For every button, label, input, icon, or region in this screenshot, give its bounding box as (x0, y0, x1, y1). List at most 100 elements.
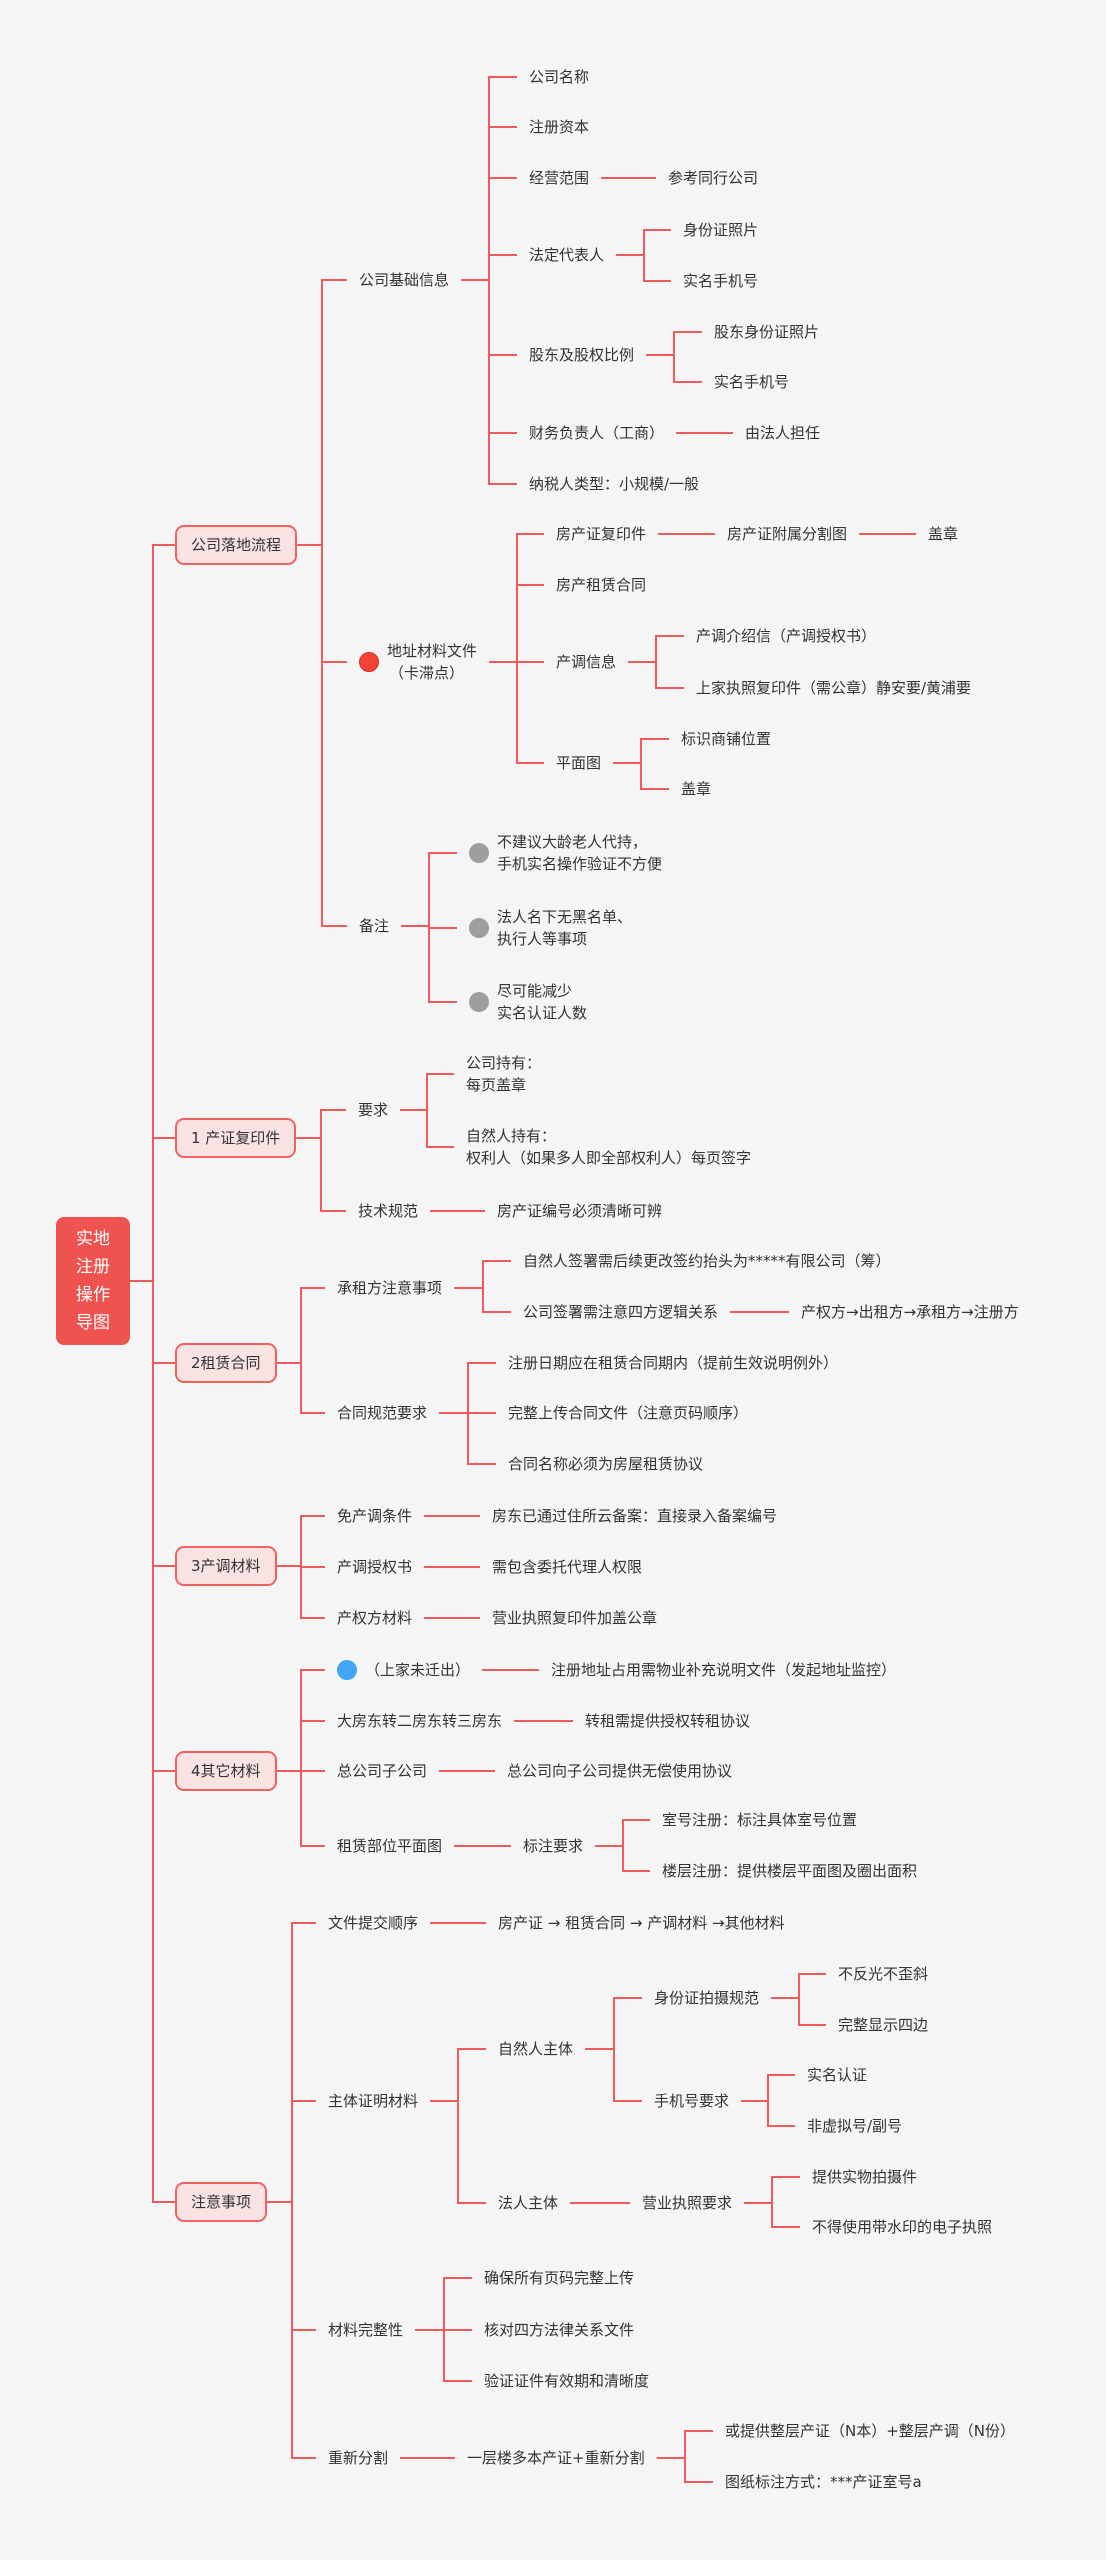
node-share-phone[interactable]: 实名手机号 (714, 371, 789, 393)
node-label: 自然人主体 (498, 2040, 574, 2058)
node-complete-1[interactable]: 确保所有页码完整上传 (484, 2267, 634, 2289)
node-legal-phone[interactable]: 实名手机号 (683, 270, 758, 292)
node-survey[interactable]: 产调信息 (556, 651, 616, 673)
node-resplit-1[interactable]: 或提供整层产证（N本）+整层产调（N份） (725, 2420, 1015, 2442)
node-label: 营业执照要求 (642, 2194, 733, 2212)
node-plan[interactable]: 平面图 (556, 752, 601, 774)
node-sublet[interactable]: 大房东转二房东转三房东 (337, 1710, 502, 1732)
node-sublet-value[interactable]: 转租需提供授权转租协议 (585, 1710, 750, 1732)
node-label: 完整上传合同文件（注意页码顺序） (508, 1404, 749, 1422)
node-exempt-value[interactable]: 房东已通过住所云备案：直接录入备案编号 (492, 1505, 777, 1527)
node-auth[interactable]: 产调授权书 (337, 1556, 412, 1578)
node-id-2[interactable]: 完整显示四边 (838, 2014, 928, 2036)
node-tech-spec[interactable]: 技术规范 (358, 1200, 418, 1222)
node-phone[interactable]: 手机号要求 (654, 2090, 729, 2112)
node-id-photo[interactable]: 身份证拍摄规范 (654, 1987, 759, 2009)
node-tech-value[interactable]: 房产证编号必须清晰可辨 (497, 1200, 662, 1222)
node-company-name[interactable]: 公司名称 (529, 66, 589, 88)
node-tenant-1[interactable]: 自然人签署需后续更改签约抬头为*****有限公司（筹） (523, 1250, 891, 1272)
node-requirement[interactable]: 要求 (358, 1099, 388, 1121)
node-hq-value[interactable]: 总公司向子公司提供无偿使用协议 (507, 1760, 732, 1782)
node-legal-rep[interactable]: 法定代表人 (529, 244, 604, 266)
node-remark-1[interactable]: 不建议大龄老人代持，手机实名操作验证不方便 (469, 831, 662, 875)
node-finance-by[interactable]: 由法人担任 (745, 422, 820, 444)
node-exempt[interactable]: 免产调条件 (337, 1505, 412, 1527)
node-survey-letter[interactable]: 产调介绍信（产调授权书） (696, 625, 876, 647)
node-tax[interactable]: 纳税人类型：小规模/一般 (529, 473, 699, 495)
node-cert-map[interactable]: 房产证附属分割图 (727, 523, 847, 545)
node-tenant[interactable]: 承租方注意事项 (337, 1277, 442, 1299)
node-owner[interactable]: 产权方材料 (337, 1607, 412, 1629)
node-cert-seal[interactable]: 盖章 (928, 523, 958, 545)
root-line: 导图 (76, 1313, 110, 1333)
node-legal-id[interactable]: 身份证照片 (683, 219, 758, 241)
node-license-1[interactable]: 提供实物拍摄件 (812, 2166, 917, 2188)
node-label: 4其它材料 (191, 1762, 261, 1780)
node-remark-3[interactable]: 尽可能减少实名认证人数 (469, 980, 587, 1024)
node-contract[interactable]: 合同规范要求 (337, 1402, 427, 1424)
node-label: 盖章 (681, 780, 712, 798)
node-address-files[interactable]: 地址材料文件（卡滞点） (359, 640, 477, 684)
node-label: 公司名称 (529, 68, 590, 86)
node-prev-tenant[interactable]: （上家未迁出） (337, 1659, 470, 1681)
node-lease[interactable]: 房产租赁合同 (556, 574, 646, 596)
node-completeness[interactable]: 材料完整性 (328, 2319, 403, 2341)
node-plan-seal[interactable]: 盖章 (681, 778, 711, 800)
node-contract-2[interactable]: 完整上传合同文件（注意页码顺序） (508, 1402, 748, 1424)
node-contract-3[interactable]: 合同名称必须为房屋租赁协议 (508, 1453, 703, 1475)
branch-other-materials[interactable]: 4其它材料 (175, 1751, 277, 1791)
node-contract-1[interactable]: 注册日期应在租赁合同期内（提前生效说明例外） (508, 1352, 838, 1374)
node-order-value[interactable]: 房产证 → 租赁合同 → 产调材料 →其他材料 (498, 1912, 785, 1934)
node-remark[interactable]: 备注 (359, 915, 389, 937)
node-order[interactable]: 文件提交顺序 (328, 1912, 418, 1934)
node-cert-copy[interactable]: 房产证复印件 (556, 523, 646, 545)
node-finance[interactable]: 财务负责人（工商） (529, 422, 664, 444)
branch-cert-copy[interactable]: 1 产证复印件 (175, 1118, 297, 1158)
node-complete-2[interactable]: 核对四方法律关系文件 (484, 2319, 634, 2341)
branch-survey-materials[interactable]: 3产调材料 (175, 1546, 277, 1586)
branch-lease-contract[interactable]: 2租赁合同 (175, 1343, 277, 1383)
node-mark-floor[interactable]: 楼层注册：提供楼层平面图及圈出面积 (662, 1860, 917, 1882)
node-remark-2[interactable]: 法人名下无黑名单、执行人等事项 (469, 906, 632, 950)
node-label: 手机实名操作验证不方便 (497, 855, 663, 873)
node-label: 房产租赁合同 (556, 576, 647, 594)
node-auth-value[interactable]: 需包含委托代理人权限 (492, 1556, 642, 1578)
node-phone-2[interactable]: 非虚拟号/副号 (807, 2115, 902, 2137)
node-label: 备注 (359, 917, 390, 935)
node-license[interactable]: 营业执照要求 (642, 2192, 732, 2214)
node-capital[interactable]: 注册资本 (529, 116, 589, 138)
node-license-2[interactable]: 不得使用带水印的电子执照 (812, 2216, 992, 2238)
node-owner-value[interactable]: 营业执照复印件加盖公章 (492, 1607, 657, 1629)
node-resplit-value[interactable]: 一层楼多本产证+重新分割 (467, 2447, 645, 2469)
root-node[interactable]: 实地 注册 操作 导图 (56, 1217, 130, 1345)
node-id-1[interactable]: 不反光不歪斜 (838, 1963, 928, 1985)
node-legal-entity[interactable]: 法人主体 (498, 2192, 558, 2214)
node-req-person[interactable]: 自然人持有：权利人（如果多人即全部权利人）每页签字 (466, 1125, 751, 1169)
node-tenant-2[interactable]: 公司签署需注意四方逻辑关系 (523, 1301, 718, 1323)
node-plan-mark[interactable]: 标识商铺位置 (681, 728, 771, 750)
node-mark-req[interactable]: 标注要求 (523, 1835, 583, 1857)
node-complete-3[interactable]: 验证证件有效期和清晰度 (484, 2370, 649, 2392)
node-subject[interactable]: 主体证明材料 (328, 2090, 418, 2112)
node-mark-room[interactable]: 室号注册：标注具体室号位置 (662, 1809, 857, 1831)
node-scope-ref[interactable]: 参考同行公司 (668, 167, 758, 189)
blue-marker-icon (337, 1660, 357, 1680)
node-resplit[interactable]: 重新分割 (328, 2447, 388, 2469)
node-lease-plan[interactable]: 租赁部位平面图 (337, 1835, 442, 1857)
node-hq[interactable]: 总公司子公司 (337, 1760, 427, 1782)
node-label: 总公司子公司 (337, 1762, 428, 1780)
node-resplit-2[interactable]: 图纸标注方式：***产证室号a (725, 2471, 922, 2493)
node-req-company[interactable]: 公司持有：每页盖章 (466, 1052, 541, 1096)
node-tenant-2-value[interactable]: 产权方→出租方→承租方→注册方 (801, 1301, 1019, 1323)
node-prev-value[interactable]: 注册地址占用需物业补充说明文件（发起地址监控） (551, 1659, 896, 1681)
node-phone-1[interactable]: 实名认证 (807, 2064, 867, 2086)
branch-notes[interactable]: 注意事项 (175, 2182, 268, 2222)
node-shareholders[interactable]: 股东及股权比例 (529, 344, 634, 366)
node-scope[interactable]: 经营范围 (529, 167, 589, 189)
node-basic-info[interactable]: 公司基础信息 (359, 269, 449, 291)
branch-company-flow[interactable]: 公司落地流程 (175, 525, 298, 565)
node-share-id[interactable]: 股东身份证照片 (714, 321, 819, 343)
node-natural-person[interactable]: 自然人主体 (498, 2038, 573, 2060)
node-survey-prev[interactable]: 上家执照复印件（需公章）静安要/黄浦要 (696, 677, 971, 699)
